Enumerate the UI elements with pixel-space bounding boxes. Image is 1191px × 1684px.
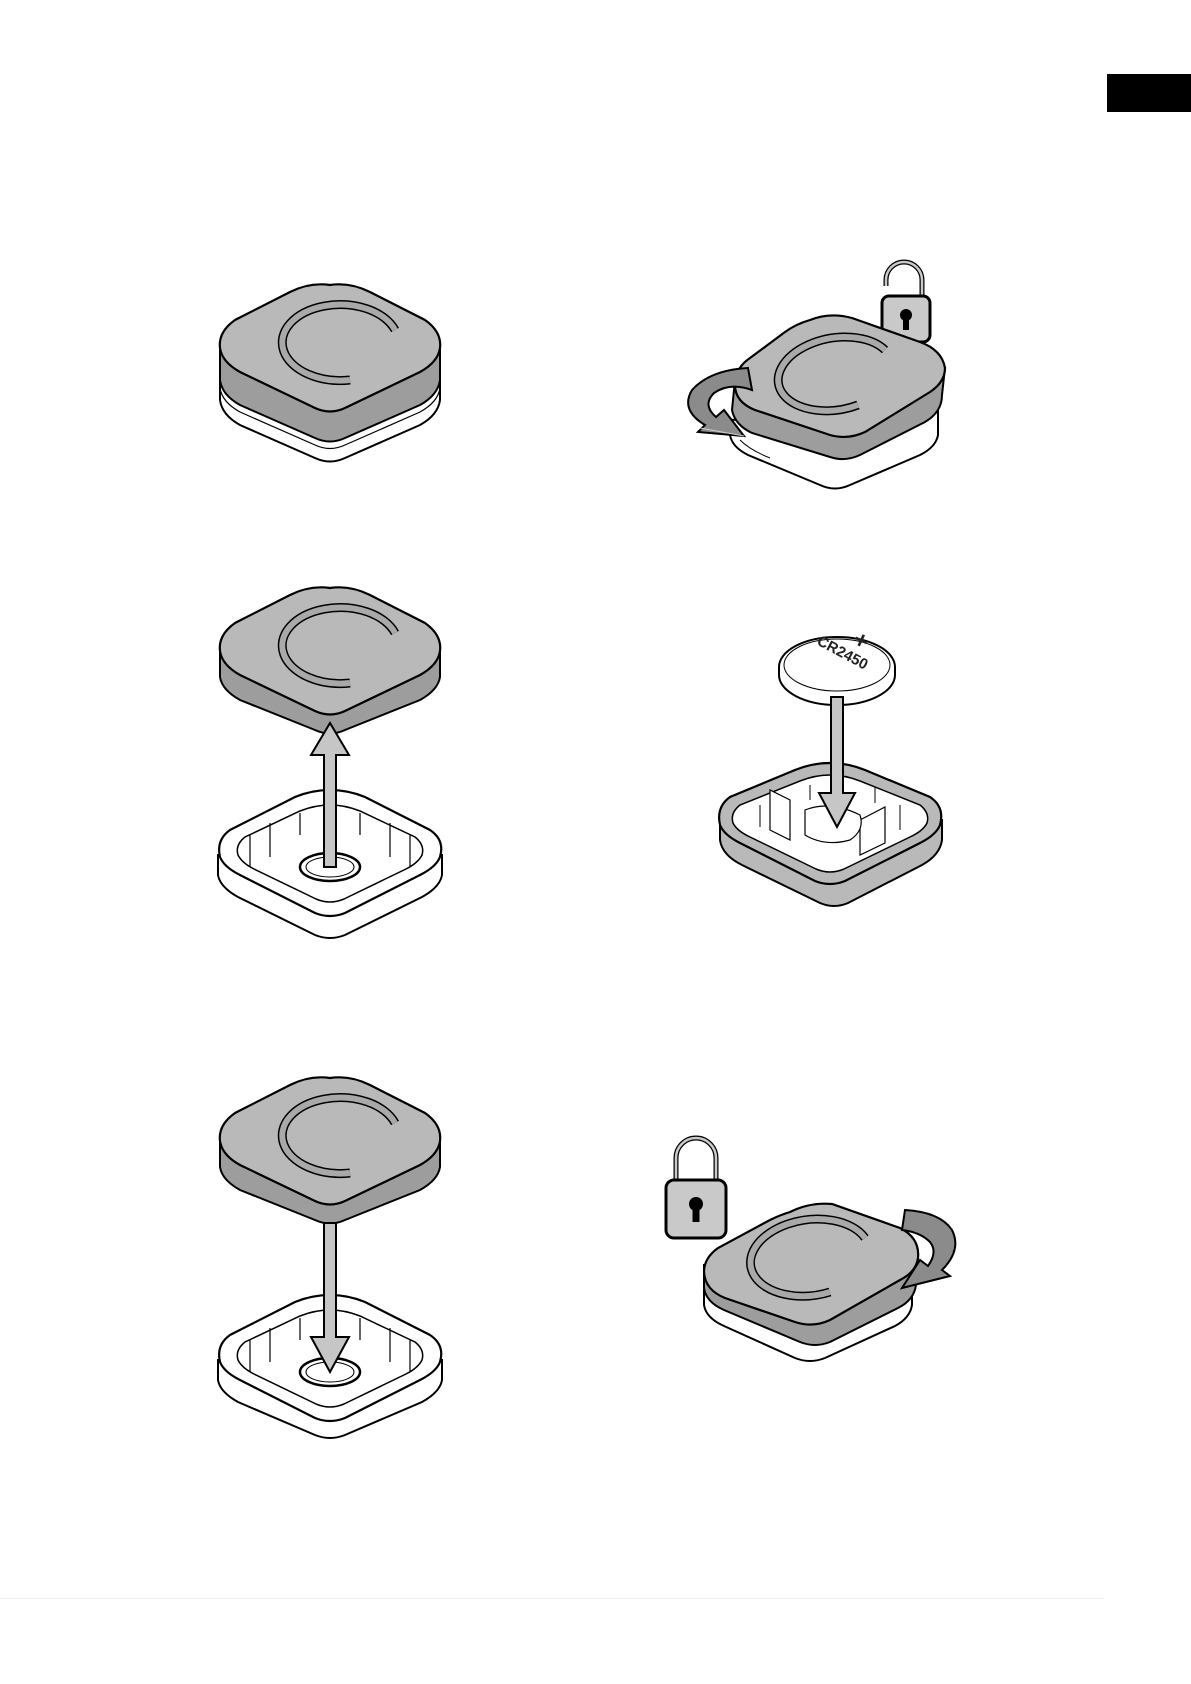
page-section-tab [1107,74,1191,112]
locked-padlock-icon [666,1138,726,1238]
battery-icon: + CR2450 [779,626,895,705]
page-footer-rule [0,1598,1105,1599]
step-2-rotate-to-open [680,250,980,500]
step-6-rotate-to-close [680,1130,980,1380]
step-5-replace-cover [210,1075,450,1435]
step-1-assembled-device [210,280,450,470]
step-3-remove-cover [210,585,450,945]
step-4-insert-battery: + CR2450 [710,615,950,915]
